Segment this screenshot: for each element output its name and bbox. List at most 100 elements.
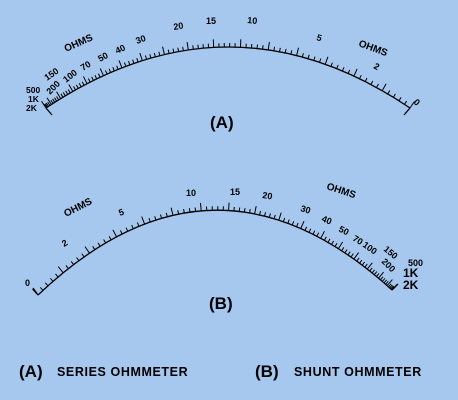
meter-b-ohms-label-right: OHMS: [325, 181, 357, 201]
scale-tick: [144, 55, 148, 60]
scale-tick: [350, 253, 354, 258]
scale-tick: [136, 222, 140, 227]
scale-tick: [153, 52, 156, 57]
scale-tick: [188, 208, 191, 213]
meter-b-scale-500: 500: [408, 258, 423, 268]
scale-tick: [391, 283, 398, 291]
scale-tick: [192, 45, 194, 50]
scale-tick: [170, 207, 174, 216]
scale-tick: [392, 93, 396, 98]
scale-tick: [154, 216, 157, 221]
scale-tick: [54, 97, 58, 102]
scale-tick: [228, 202, 230, 211]
meter-a-scale-40: 40: [114, 43, 127, 56]
scale-tick: [108, 236, 112, 241]
scale-tick: [327, 238, 331, 243]
scale-tick: [44, 103, 48, 108]
scale-tick: [312, 230, 316, 235]
meter-b-scale-5: 5: [117, 207, 125, 218]
scale-tick: [41, 101, 47, 109]
scale-tick: [364, 77, 368, 82]
scale-tick: [82, 76, 88, 84]
scale-tick: [320, 230, 325, 239]
scale-tick: [369, 267, 373, 272]
scale-tick: [39, 287, 44, 291]
scale-tick: [94, 74, 98, 80]
scale-tick: [353, 68, 358, 77]
meter-a-ticks: [41, 39, 415, 109]
scale-tick: [119, 230, 123, 235]
caption-a-key: (A): [19, 362, 43, 381]
scale-tick: [57, 266, 64, 274]
scale-tick: [73, 86, 76, 91]
meter-a-ohms-label-left: OHMS: [63, 32, 95, 54]
scale-tick: [167, 49, 170, 54]
scale-tick: [359, 74, 362, 79]
meter-b-scale-100: 100: [361, 240, 379, 257]
scale-tick: [300, 220, 305, 229]
scale-tick: [139, 52, 143, 61]
scale-tick: [308, 228, 312, 233]
scale-tick: [249, 208, 251, 214]
scale-tick: [99, 68, 104, 76]
scale-tick: [118, 60, 123, 68]
scale-tick: [267, 41, 270, 50]
scale-tick: [149, 54, 152, 59]
meter-a-scale-2K: 2K: [26, 103, 38, 113]
scale-tick: [78, 83, 82, 88]
scale-tick: [123, 62, 127, 67]
scale-tick: [398, 97, 402, 102]
scale-tick: [282, 217, 286, 222]
scale-tick: [331, 240, 335, 245]
meter-a-scale-arc: [45, 46, 411, 109]
scale-tick: [264, 212, 266, 217]
scale-tick: [160, 214, 163, 219]
scale-tick: [45, 102, 49, 107]
scale-tick: [391, 286, 395, 290]
scale-tick: [273, 46, 275, 51]
meter-a-scale-0: 0: [412, 97, 422, 108]
scale-tick: [165, 212, 168, 217]
meter-b-scale-40: 40: [320, 214, 333, 227]
scale-tick: [324, 56, 329, 65]
scale-tick: [284, 48, 287, 54]
caption-b-text: SHUNT OHMMETER: [294, 365, 422, 379]
scale-tick: [75, 84, 79, 89]
scale-tick: [323, 236, 327, 241]
scale-tick: [177, 210, 180, 215]
scale-tick: [46, 97, 52, 105]
scale-tick: [291, 221, 295, 226]
meter-a-scale-30: 30: [134, 33, 147, 46]
scale-tick: [273, 214, 276, 219]
meter-a-scale-15: 15: [206, 16, 216, 26]
meter-b-ticks: [32, 202, 398, 296]
meter-a-scale-20: 20: [173, 20, 185, 32]
caption-b: (B) SHUNT OHMMETER: [255, 362, 422, 381]
scale-tick: [256, 44, 258, 49]
scale-tick: [262, 45, 264, 50]
scale-tick: [162, 46, 165, 55]
scale-tick: [386, 279, 393, 286]
scale-tick: [307, 54, 310, 59]
scale-tick: [341, 67, 345, 72]
scale-tick: [390, 285, 394, 290]
meter-b-scale-0: 0: [25, 278, 30, 288]
scale-tick: [376, 273, 380, 277]
scale-tick: [409, 101, 415, 109]
scale-tick: [131, 224, 134, 229]
scale-tick: [359, 259, 363, 264]
scale-tick: [186, 42, 189, 51]
scale-tick: [347, 251, 351, 256]
meter-a-scale-70: 70: [79, 59, 93, 73]
scale-tick: [316, 232, 320, 237]
scale-tick: [389, 284, 393, 289]
scale-tick: [158, 51, 161, 56]
scale-tick: [92, 246, 96, 250]
meter-b-scale-50: 50: [337, 224, 350, 237]
meter-a-scale-50: 50: [96, 50, 110, 64]
scale-tick: [330, 62, 333, 67]
scale-tick: [172, 48, 175, 53]
scale-tick: [194, 207, 197, 212]
